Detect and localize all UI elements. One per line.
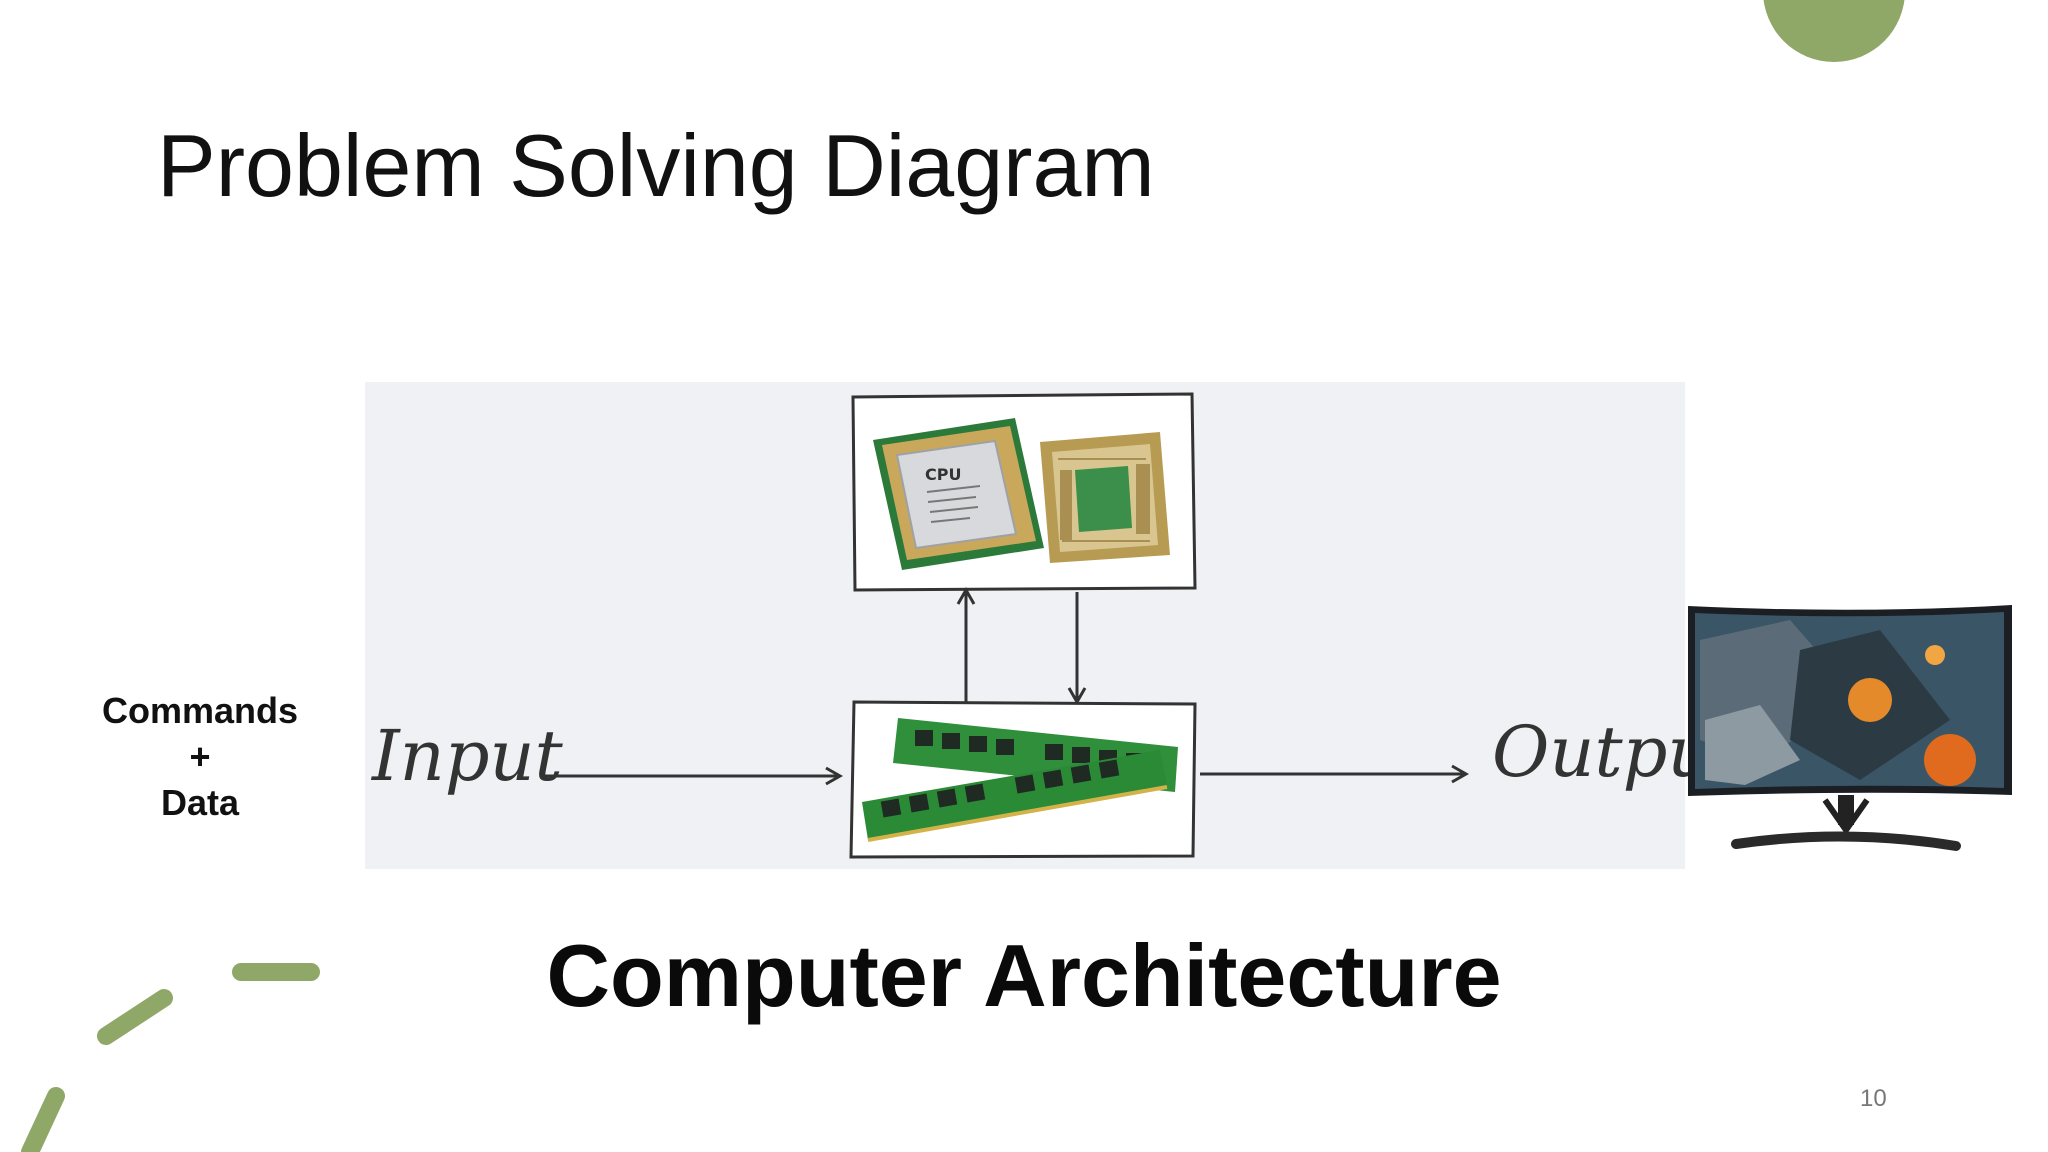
cpu-to-memory-arrow [1067,592,1087,706]
cpu-chip-image: CPU [873,418,1044,570]
monitor-image [1688,605,2012,851]
page-number: 10 [1860,1085,1887,1112]
commands-data-label: Commands + Data [80,688,320,826]
cpu-chip-label: CPU [925,465,961,484]
ram-modules-image [862,718,1178,842]
input-label: Input [370,715,564,797]
decorative-dashes [21,963,320,1152]
slide-title: Problem Solving Diagram [157,116,1155,215]
output-arrow [1200,764,1470,784]
memory-to-cpu-arrow [956,586,976,702]
side-label-line1: Commands [101,690,299,731]
slide-subtitle: Computer Architecture [546,926,1502,1025]
side-label-line2: + [189,736,211,777]
side-label-line3: Data [160,782,240,823]
input-arrow [545,766,844,786]
cpu-chip-back-image [1040,432,1170,563]
